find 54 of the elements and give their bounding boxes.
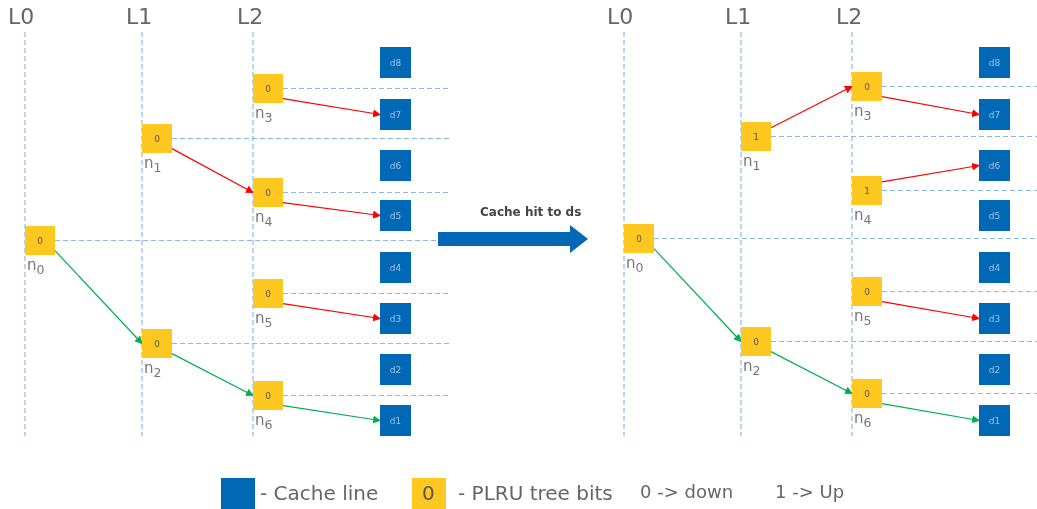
node-caption: n$_{4}$ bbox=[255, 208, 273, 229]
level-label: L1 bbox=[126, 4, 153, 29]
arrow bbox=[282, 303, 381, 322]
arrow bbox=[282, 98, 381, 118]
arrow bbox=[171, 148, 254, 194]
node-caption: n$_{1}$ bbox=[144, 154, 162, 175]
tree-bit-box: 0 bbox=[142, 329, 172, 358]
node-caption: n$_{2}$ bbox=[743, 357, 761, 378]
arrow bbox=[881, 96, 980, 118]
node-caption: n$_{4}$ bbox=[854, 206, 872, 227]
level-label: L2 bbox=[237, 4, 264, 29]
node-caption: n$_{1}$ bbox=[743, 152, 761, 173]
legend-text: - PLRU tree bits bbox=[458, 481, 613, 505]
node-caption: n$_{3}$ bbox=[255, 104, 273, 125]
arrow bbox=[770, 351, 853, 395]
node-caption: n$_{5}$ bbox=[255, 309, 273, 330]
level-label: L1 bbox=[725, 4, 752, 29]
level-label: L0 bbox=[607, 4, 634, 29]
node-caption: n$_{0}$ bbox=[27, 256, 45, 277]
transition-label: Cache hit to ds bbox=[480, 205, 582, 219]
node-caption: n$_{6}$ bbox=[255, 411, 273, 432]
tree-bit-box: 0 bbox=[253, 279, 283, 308]
arrow bbox=[282, 405, 381, 424]
tree-bit-box: 0 bbox=[624, 224, 654, 253]
tree-bit-box: 0 bbox=[253, 74, 283, 103]
node-caption: n$_{2}$ bbox=[144, 359, 162, 380]
tree-bit-box: 0 bbox=[852, 379, 882, 408]
arrow bbox=[282, 202, 381, 219]
tree-bit-box: 0 bbox=[852, 277, 882, 306]
node-caption: n$_{5}$ bbox=[854, 307, 872, 328]
node-caption: n$_{3}$ bbox=[854, 102, 872, 123]
arrow bbox=[881, 403, 980, 424]
tree-bit-box: 0 bbox=[25, 226, 55, 255]
tree-bit-box: 0 bbox=[852, 72, 882, 101]
arrow bbox=[770, 85, 853, 129]
tree-bit-box: 0 bbox=[741, 327, 771, 356]
legend-text: - Cache line bbox=[260, 481, 379, 505]
arrow bbox=[54, 250, 143, 345]
level-label: L2 bbox=[836, 4, 863, 29]
node-caption: n$_{6}$ bbox=[854, 409, 872, 430]
bit-value: 0 bbox=[422, 481, 435, 505]
level-label: L0 bbox=[8, 4, 35, 29]
arrow bbox=[881, 162, 980, 183]
node-caption: n$_{0}$ bbox=[626, 254, 644, 275]
legend-note: 1 -> Up bbox=[775, 481, 845, 502]
tree-bit-box: 1 bbox=[741, 122, 771, 151]
tree-bit-box: 1 bbox=[852, 176, 882, 205]
legend-note: 0 -> down bbox=[640, 481, 734, 502]
arrow bbox=[653, 248, 742, 343]
tree-bit-box: 0 bbox=[142, 124, 172, 153]
tree-bit-box: 0 bbox=[253, 178, 283, 207]
tree-bit-box: 0 bbox=[253, 381, 283, 410]
arrow bbox=[171, 353, 254, 397]
arrow bbox=[881, 301, 980, 322]
